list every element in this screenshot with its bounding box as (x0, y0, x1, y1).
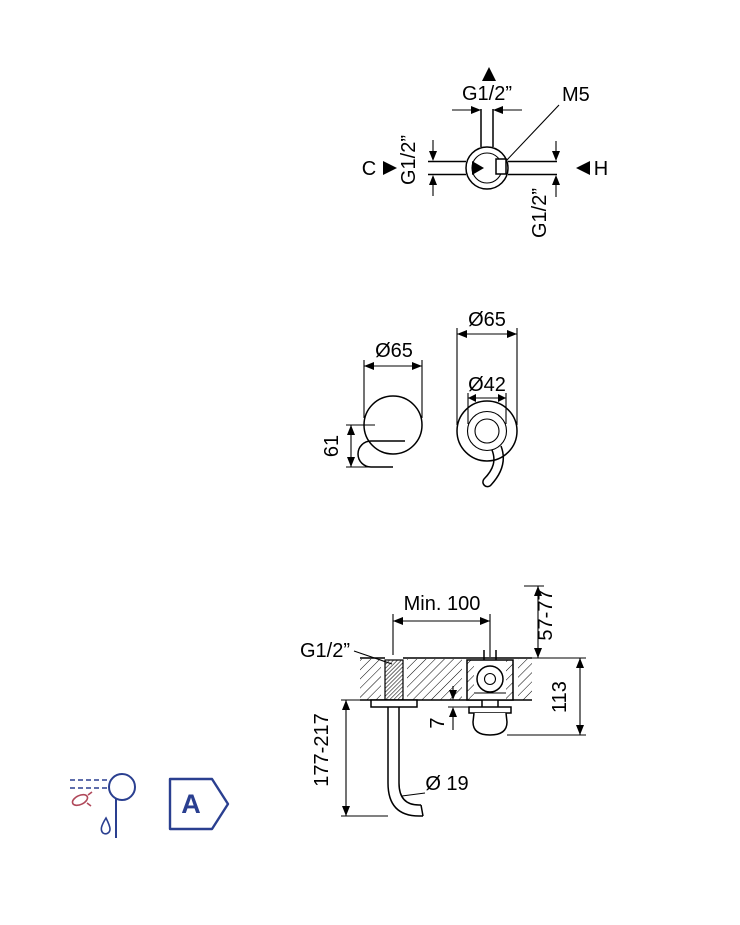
top-view: G1/2” M5 G1/2” C H G1/2” (362, 67, 608, 238)
section-view: Min. 100 57-77 113 7 177-217 G1/2” Ø 19 (300, 585, 586, 817)
tube-dia-leader-line (401, 792, 426, 797)
valve-stub (483, 650, 497, 660)
wall-gap-label: 7 (427, 717, 449, 728)
set-screw (495, 158, 507, 175)
handle-dia-label: Ø42 (468, 374, 506, 396)
spout-flange (370, 699, 418, 708)
wall-face-lines (360, 657, 532, 701)
front-view: 61 Ø65 Ø65 Ø42 (321, 309, 518, 488)
spout-offset-label: 61 (321, 435, 343, 457)
thread-left-label: G1/2” (398, 135, 420, 185)
variant-arrow-outline (168, 777, 230, 831)
thread-top-label: G1/2” (462, 83, 512, 105)
mini-handle-icon (108, 773, 136, 801)
depth-range-label: 57-77 (535, 589, 557, 640)
pictogram-variant-a: A (168, 777, 230, 831)
flow-pointer (472, 161, 484, 175)
water-drop-icon (100, 816, 111, 835)
handle-escutcheon (468, 706, 512, 714)
handle-base-circle (466, 410, 508, 452)
handle-knob (472, 712, 508, 736)
handle-lever (482, 445, 504, 488)
cold-arrow (383, 161, 397, 175)
thread-leader-line (353, 650, 393, 665)
cartridge-circle (476, 665, 504, 693)
hot-arrow (576, 161, 590, 175)
mini-aerator-icon (71, 791, 93, 807)
supply-pipe-left (428, 160, 466, 176)
variant-label: A (181, 789, 201, 819)
thread-right-label: G1/2” (529, 188, 551, 238)
tube-dia-label: Ø 19 (425, 773, 468, 795)
handle-stem (481, 700, 499, 707)
cold-label: C (362, 158, 376, 180)
mixer-body-outer-circle (465, 146, 509, 190)
hot-label: H (594, 158, 608, 180)
screw-leader-line (505, 104, 560, 162)
axis-distance-label: Min. 100 (404, 593, 481, 615)
supply-pipe-right (508, 160, 557, 176)
thread-label: G1/2” (300, 640, 350, 662)
handle-cap-circle (474, 418, 500, 444)
up-direction-arrow (482, 67, 496, 81)
handle-flange-dia-label: Ø65 (468, 309, 506, 331)
spout-thread-nipple (384, 659, 404, 701)
spout-tube (387, 707, 424, 817)
body-height-label: 113 (549, 681, 571, 713)
screw-label: M5 (562, 84, 590, 106)
spout-length-label: 177-217 (311, 713, 333, 786)
handle-escutcheon-circle (456, 400, 518, 462)
spout-flange-dia-label: Ø65 (375, 340, 413, 362)
pictogram-faucet (70, 773, 136, 838)
